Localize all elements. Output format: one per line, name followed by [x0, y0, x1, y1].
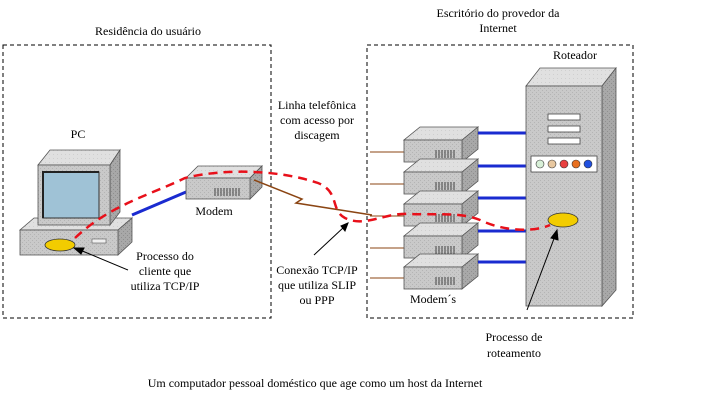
tcpip-connection-path: [74, 170, 551, 239]
routing-process-label-2: roteamento: [487, 346, 541, 360]
router-status-light: [547, 159, 557, 169]
pc-icon: [18, 148, 134, 256]
routing-process-marker: [547, 212, 579, 228]
pc-modem-cable: [131, 190, 187, 217]
client-process-label-1: Processo do: [136, 249, 194, 263]
modem-rack-icon: [370, 126, 480, 290]
phone-line: [253, 179, 373, 216]
modem-label: Modem: [195, 204, 233, 218]
routing-process-label-1: Processo de: [485, 330, 543, 344]
client-process-marker: [44, 238, 76, 252]
isp-title-line2: Internet: [479, 21, 517, 35]
phone-line-label-2: com acesso por: [280, 113, 354, 127]
tcpip-connection-label-1: Conexão TCP/IP: [276, 263, 358, 277]
router-icon: [525, 66, 617, 308]
annotation-arrows: [72, 222, 559, 311]
pc-label: PC: [70, 127, 86, 141]
residence-title: Residência do usuário: [95, 24, 201, 38]
client-process-label-3: utiliza TCP/IP: [130, 279, 200, 293]
tcpip-connection-label-2: que utiliza SLIP: [278, 278, 356, 292]
router-status-light: [583, 159, 593, 169]
diagram-caption: Um computador pessoal doméstico que age …: [147, 376, 483, 390]
router-label: Roteador: [553, 48, 597, 62]
client-process-label-2: cliente que: [138, 264, 192, 278]
user-modem-icon: [185, 165, 263, 200]
modems-label: Modem´s: [410, 292, 456, 306]
router-status-light: [535, 159, 545, 169]
tcpip-connection-label-3: ou PPP: [299, 293, 335, 307]
isp-title-line1: Escritório do provedor da: [436, 6, 560, 20]
router-status-light: [571, 159, 581, 169]
phone-line-label-1: Linha telefônica: [277, 98, 357, 112]
router-status-light: [559, 159, 569, 169]
isp-boundary: [366, 44, 634, 319]
residence-boundary: [2, 44, 272, 319]
phone-line-label-3: discagem: [294, 128, 340, 142]
modem-router-links: [478, 131, 526, 264]
